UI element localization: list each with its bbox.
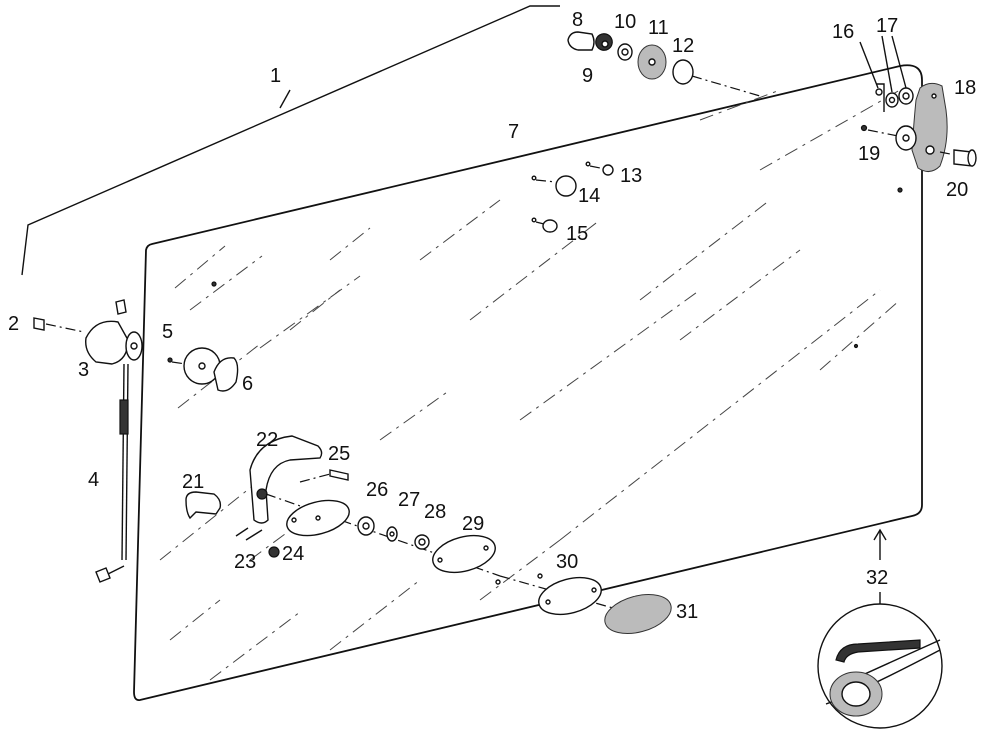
handle-assembly-group bbox=[185, 435, 672, 634]
part-labels: 1 2 3 4 5 6 7 8 9 10 11 12 13 14 15 16 1… bbox=[8, 9, 976, 623]
label-1: 1 bbox=[270, 65, 281, 87]
label-25: 25 bbox=[328, 443, 350, 465]
label-17: 17 bbox=[876, 15, 898, 37]
label-29: 29 bbox=[462, 513, 484, 535]
label-23: 23 bbox=[234, 551, 256, 573]
label-22: 22 bbox=[256, 429, 278, 451]
label-3: 3 bbox=[78, 359, 89, 381]
label-31: 31 bbox=[676, 601, 698, 623]
label-10: 10 bbox=[614, 11, 636, 33]
label-32: 32 bbox=[866, 567, 888, 589]
label-14: 14 bbox=[578, 185, 600, 207]
label-16: 16 bbox=[832, 21, 854, 43]
left-hinge-group bbox=[33, 299, 239, 583]
right-hinge-group bbox=[860, 82, 977, 172]
label-15: 15 bbox=[566, 223, 588, 245]
label-16-leader bbox=[859, 41, 879, 89]
label-9: 9 bbox=[582, 65, 593, 87]
assembly-1-bracket bbox=[21, 5, 560, 276]
label-19: 19 bbox=[858, 143, 880, 165]
label-28: 28 bbox=[424, 501, 446, 523]
label-6: 6 bbox=[242, 373, 253, 395]
top-fastener-group bbox=[567, 31, 761, 97]
label-21: 21 bbox=[182, 471, 204, 493]
label-17-leader-a bbox=[881, 35, 893, 93]
label-13: 13 bbox=[620, 165, 642, 187]
label-8: 8 bbox=[572, 9, 583, 31]
glass-panel bbox=[133, 64, 923, 701]
label-18: 18 bbox=[954, 77, 976, 99]
label-27: 27 bbox=[398, 489, 420, 511]
label-7: 7 bbox=[508, 121, 519, 143]
label-17-leader-b bbox=[891, 35, 907, 89]
label-20: 20 bbox=[946, 179, 968, 201]
label-2: 2 bbox=[8, 313, 19, 335]
label-26: 26 bbox=[366, 479, 388, 501]
label-4: 4 bbox=[88, 469, 99, 491]
label-24: 24 bbox=[282, 543, 304, 565]
label-5: 5 bbox=[162, 321, 173, 343]
label-30: 30 bbox=[556, 551, 578, 573]
label-12: 12 bbox=[672, 35, 694, 57]
small-plugs-group bbox=[531, 161, 614, 233]
label-11: 11 bbox=[648, 17, 669, 39]
seal-detail-callout bbox=[817, 528, 943, 729]
